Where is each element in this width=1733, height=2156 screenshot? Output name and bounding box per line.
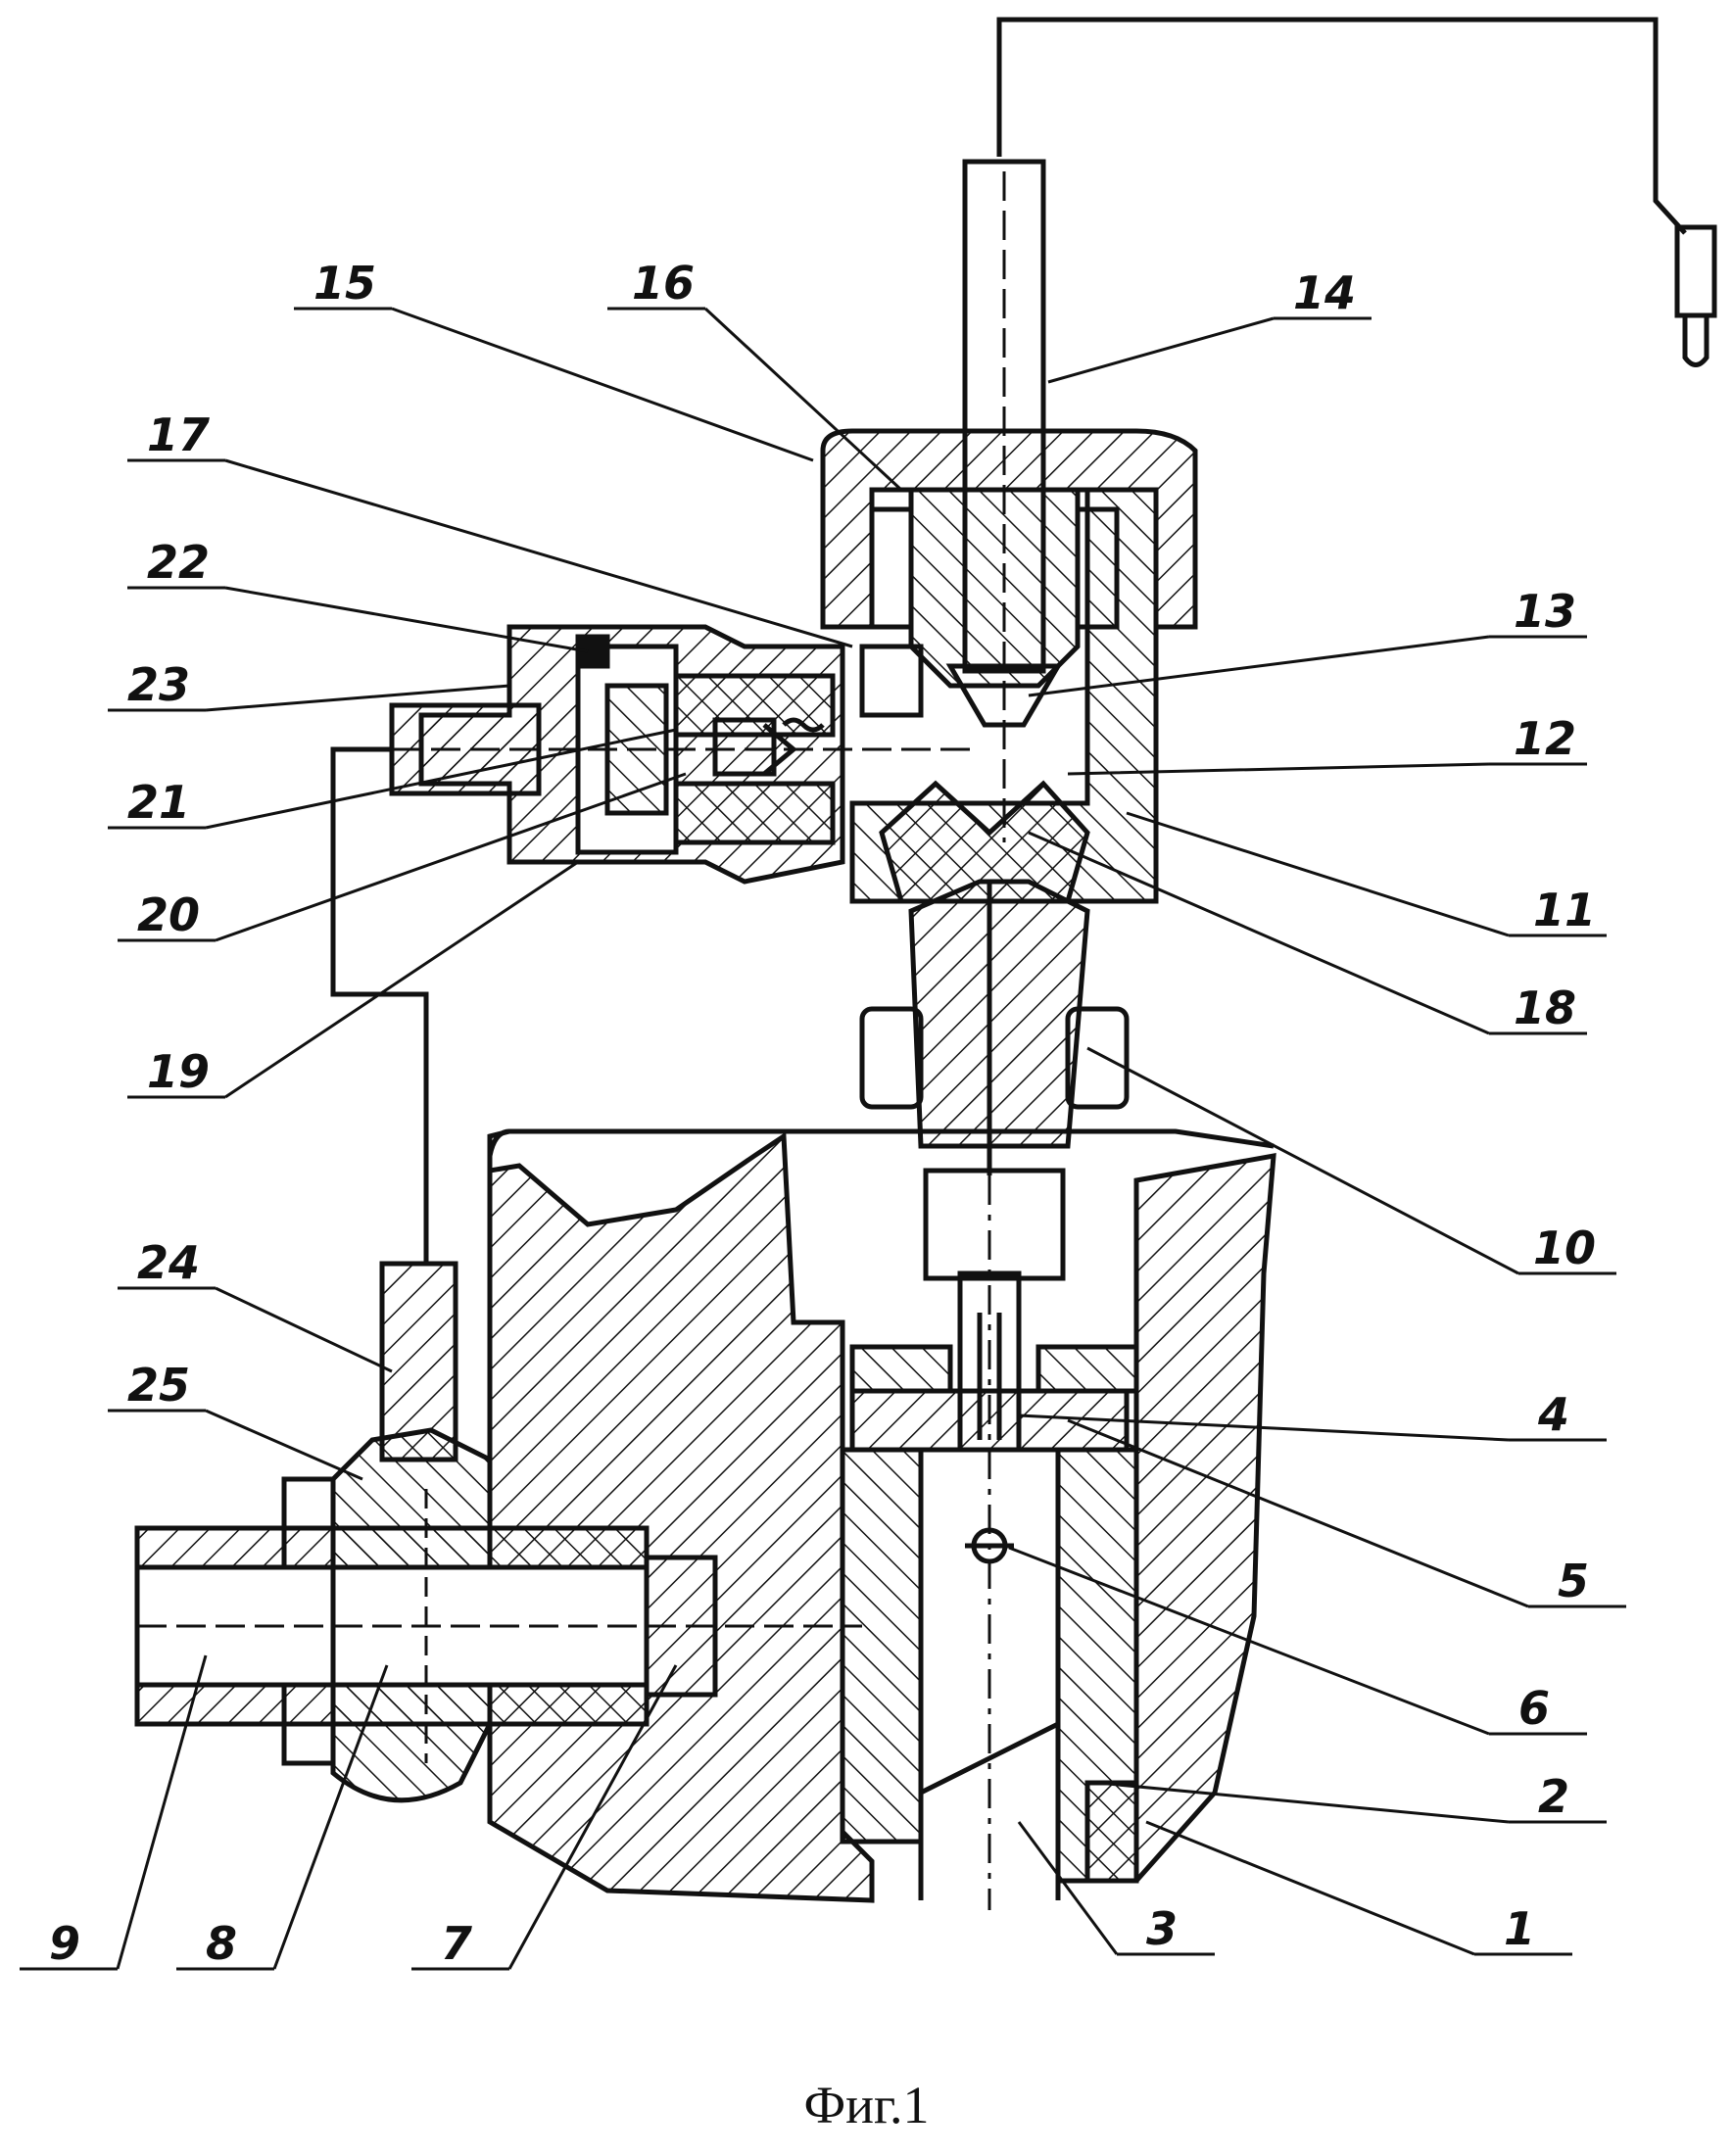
gland-16 xyxy=(911,490,1078,686)
sleeve-right xyxy=(1058,1450,1136,1881)
callout-23: 23 xyxy=(127,658,190,711)
housing-body xyxy=(490,1136,872,1900)
sleeve-left xyxy=(842,1450,921,1842)
signal-line xyxy=(333,749,426,1264)
callout-6: 6 xyxy=(1518,1682,1550,1735)
callout-14: 14 xyxy=(1293,266,1356,319)
callout-22: 22 xyxy=(147,536,210,589)
callout-12: 12 xyxy=(1514,712,1576,765)
callout-7: 7 xyxy=(441,1917,472,1970)
callout-16: 16 xyxy=(632,257,695,310)
chamber-17 xyxy=(862,647,921,715)
callout-15: 15 xyxy=(313,257,376,310)
probe-tip xyxy=(1685,315,1707,365)
callout-5: 5 xyxy=(1558,1555,1589,1607)
callout-19: 19 xyxy=(147,1045,210,1098)
seat-plate xyxy=(852,1391,1127,1450)
adapter-10 xyxy=(911,882,1087,1146)
callout-1: 1 xyxy=(1504,1902,1535,1955)
callout-21: 21 xyxy=(127,776,190,829)
signal-wire xyxy=(999,20,1685,233)
callout-2: 2 xyxy=(1538,1770,1569,1823)
callout-25: 25 xyxy=(127,1359,190,1412)
figure-caption: Фиг.1 xyxy=(0,2075,1733,2135)
callout-3: 3 xyxy=(1146,1902,1178,1955)
callout-18: 18 xyxy=(1514,982,1576,1034)
callout-8: 8 xyxy=(206,1917,237,1970)
callout-24: 24 xyxy=(137,1236,200,1289)
callout-13: 13 xyxy=(1514,585,1576,638)
callout-10: 10 xyxy=(1533,1222,1596,1274)
callout-9: 9 xyxy=(49,1917,80,1970)
callout-17: 17 xyxy=(147,408,210,461)
probe-body xyxy=(1677,227,1714,315)
callout-11: 11 xyxy=(1533,884,1596,936)
callout-4: 4 xyxy=(1537,1388,1569,1441)
callout-20: 20 xyxy=(137,888,200,941)
